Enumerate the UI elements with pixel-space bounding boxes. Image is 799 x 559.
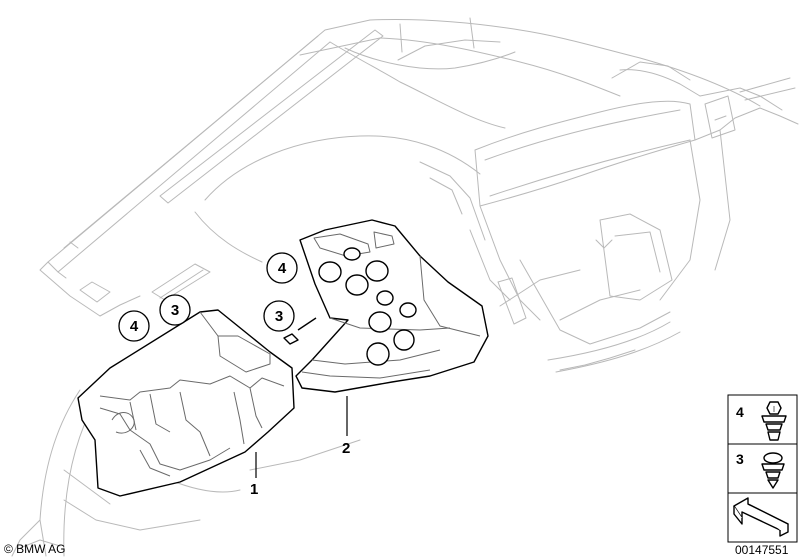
direction-arrow-icon (733, 497, 789, 537)
callout-label-4-upper: 4 (277, 260, 287, 277)
callout-bubble-4-left (118, 310, 150, 342)
callout-bubble-4-upper (266, 252, 298, 284)
push-clip-icon (761, 401, 787, 441)
screw-clip-icon (761, 452, 785, 489)
part-1-insulation-left (77, 309, 295, 497)
legend-number-4: 4 (736, 404, 744, 420)
legend-panel (727, 394, 798, 543)
legend-number-3: 3 (736, 451, 744, 467)
part-number-1: 1 (250, 481, 259, 498)
part-2-insulation-right (295, 219, 489, 393)
callout-label-3-upper: 3 (274, 308, 284, 325)
fastener-detail (283, 317, 317, 345)
callout-bubble-3-upper (263, 300, 295, 332)
drawing-number: 00147551 (735, 543, 789, 557)
copyright-text: © BMW AG (4, 542, 66, 556)
part-number-2: 2 (342, 440, 351, 457)
callout-label-4-left: 4 (129, 318, 139, 335)
callout-bubble-3-left (159, 294, 191, 326)
callout-label-3-left: 3 (170, 302, 180, 319)
dashboard-outline (11, 17, 799, 557)
legend-box-3 (727, 443, 798, 494)
